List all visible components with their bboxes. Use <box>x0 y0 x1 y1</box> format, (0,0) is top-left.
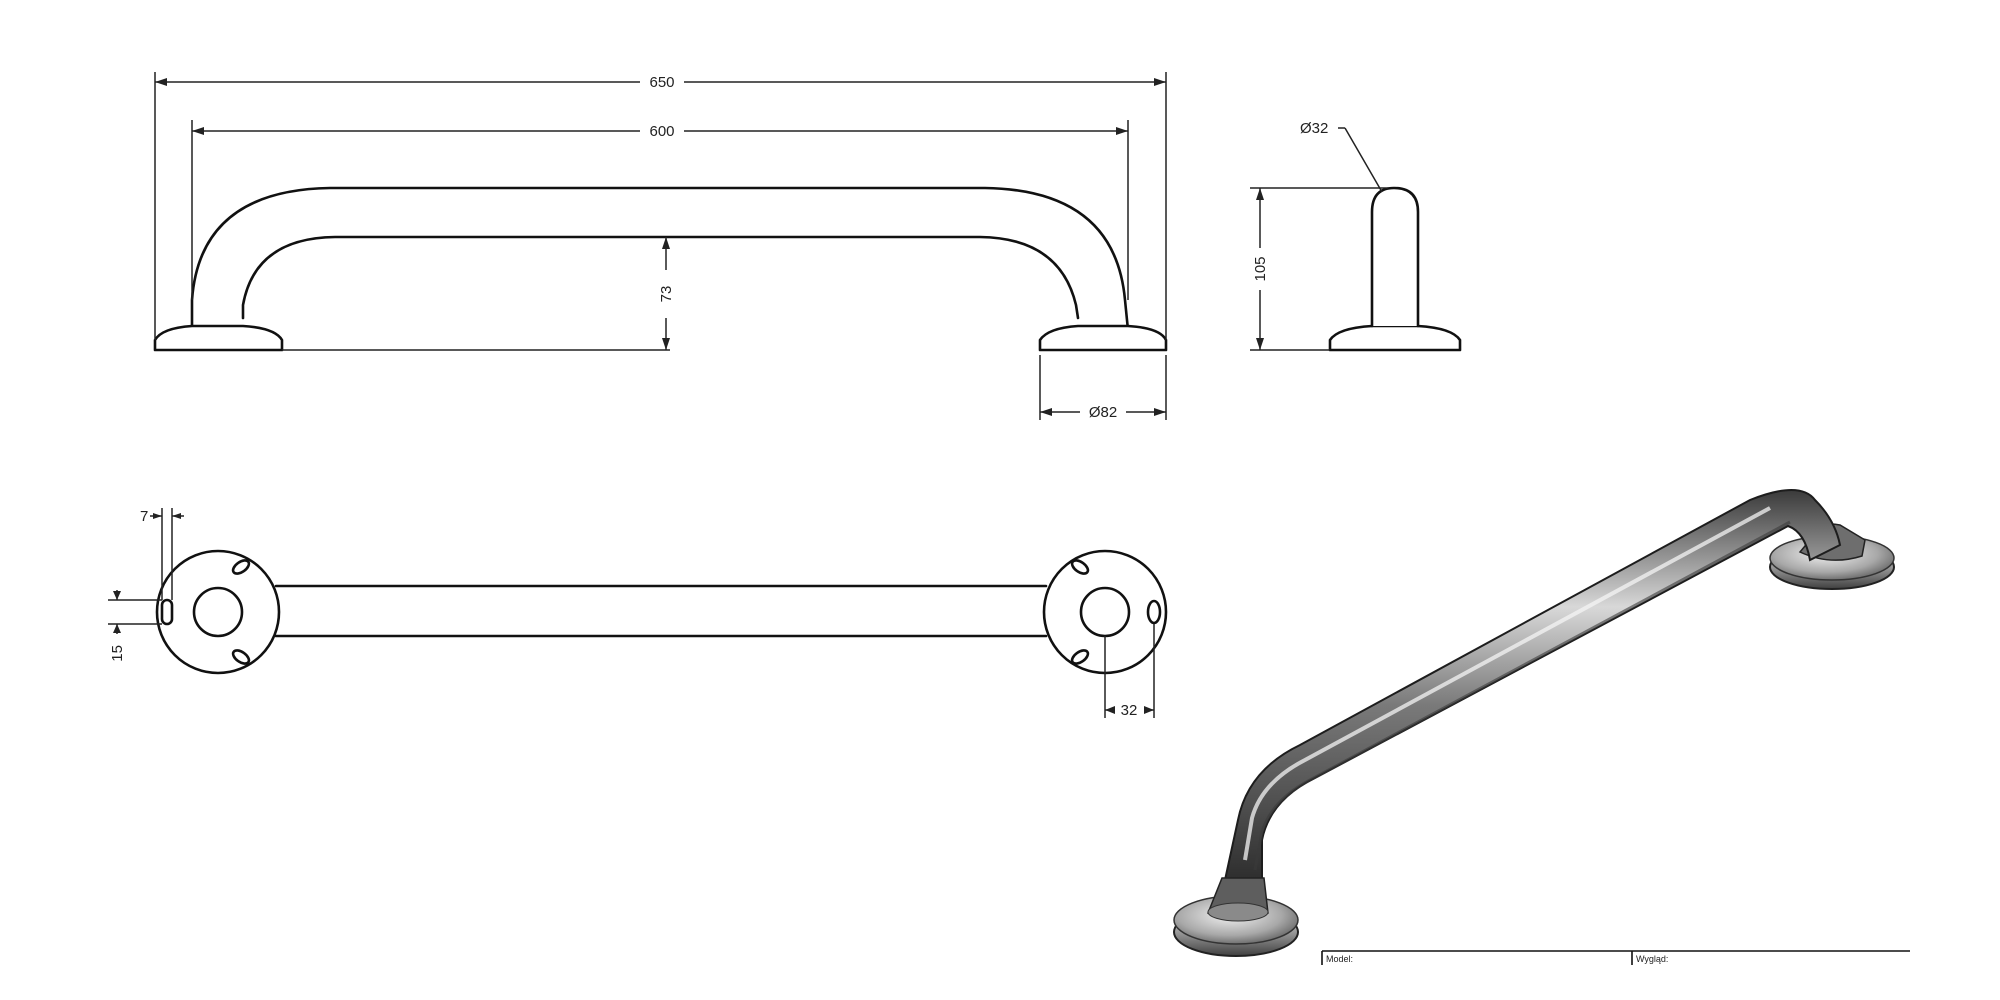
dimension-clearance-height: 73 <box>658 237 675 350</box>
dimension-hole-offset: 32 <box>1104 624 1155 719</box>
dimension-tube-diameter: Ø32 <box>1300 120 1383 193</box>
dimension-overall-length: 650 <box>154 72 1167 340</box>
dimension-slot-length: 15 <box>108 590 162 662</box>
right-slot <box>1146 599 1162 625</box>
title-block-appearance-label: Wygląd: <box>1636 954 1668 964</box>
dimension-height: 105 <box>1250 187 1388 351</box>
dimension-text-105: 105 <box>1252 256 1269 281</box>
isometric-render <box>1173 489 1895 957</box>
left-slot <box>160 598 174 626</box>
dimension-text-600: 600 <box>649 123 674 140</box>
left-screw-slot-lower <box>231 649 251 665</box>
right-screw-slot-upper <box>1070 559 1090 575</box>
dimension-text-15: 15 <box>109 645 126 662</box>
dimension-text-650: 650 <box>649 74 674 91</box>
side-post <box>1370 186 1420 328</box>
right-screw-slot-lower <box>1070 649 1090 665</box>
dimension-text-73: 73 <box>658 286 675 303</box>
right-flange <box>1038 324 1168 352</box>
dimension-flange-diameter: Ø82 <box>1039 355 1167 421</box>
left-screw-slot-upper <box>231 559 251 575</box>
render-tube-main <box>1223 489 1842 881</box>
front-view: 650 600 73 Ø82 <box>153 72 1168 421</box>
title-block-model-label: Model: <box>1326 954 1353 964</box>
bar-inner-outline <box>241 235 1080 320</box>
title-block: Model: Wygląd: <box>1321 950 1910 965</box>
dimension-text-7: 7 <box>140 508 148 525</box>
left-flange <box>153 324 284 352</box>
dimension-center-distance: 600 <box>191 120 1129 300</box>
bar-outer-outline <box>190 186 1130 332</box>
left-flange-top <box>155 549 281 675</box>
side-flange <box>1328 324 1462 352</box>
top-view: 7 15 32 <box>108 508 1168 719</box>
side-view: 105 Ø32 <box>1250 120 1462 352</box>
dimension-slot-width: 7 <box>140 508 184 600</box>
left-center-hole <box>192 586 244 638</box>
dimension-text-32-offset: 32 <box>1121 702 1138 719</box>
dimension-text-32: Ø32 <box>1300 120 1328 137</box>
dimension-text-82: Ø82 <box>1089 404 1117 421</box>
